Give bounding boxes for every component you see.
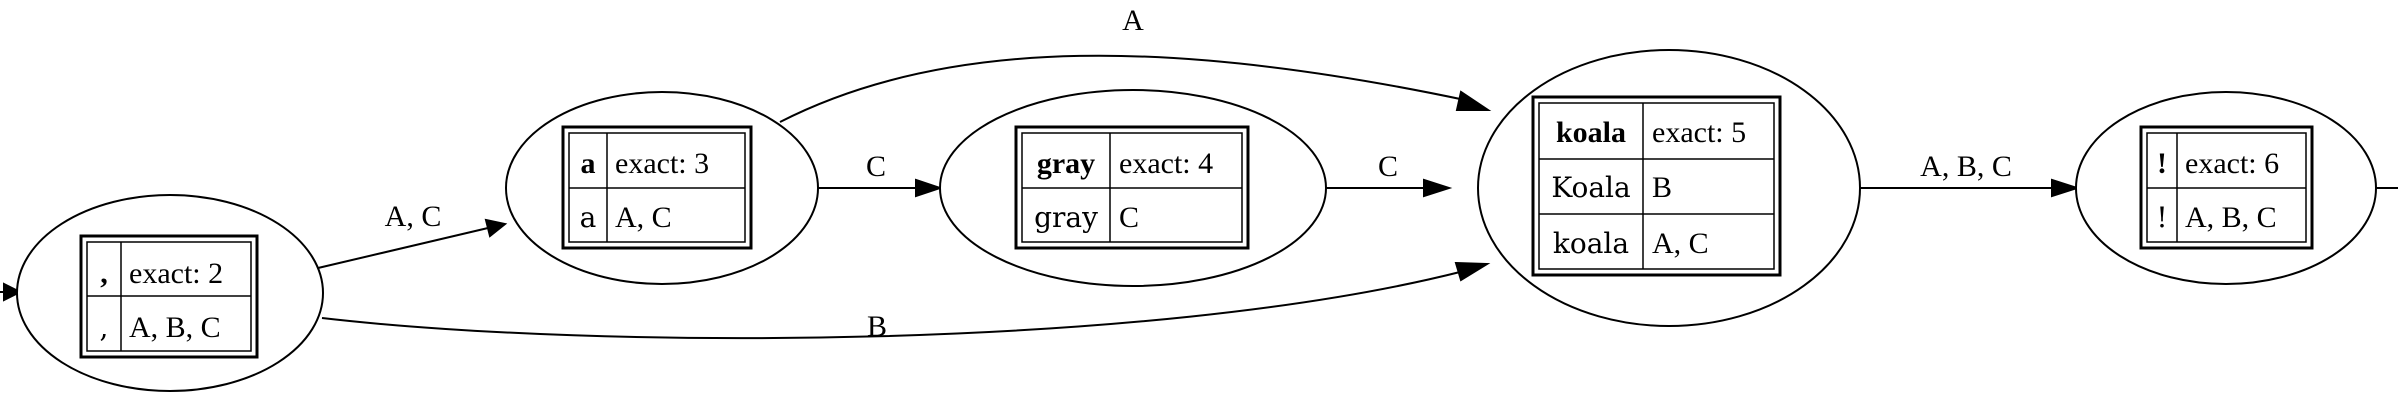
edge-n4-n5: C [1326,150,1453,198]
node-n2-variant-form: , [100,311,109,344]
node-n6-variant-witnesses: A, B, C [2185,201,2277,234]
edge-n3-n4: C [818,150,944,198]
node-n4-variant-witnesses: C [1119,201,1139,234]
edge-label-n5-n6: A, B, C [1920,150,2012,183]
node-n4-exact: exact: 4 [1119,147,1213,180]
node-n5-token: koala [1556,116,1626,149]
node-n3-token: a [581,147,596,180]
node-n5-exact: exact: 5 [1652,116,1746,149]
node-n5-variant-form: Koala [1551,171,1630,204]
node-n2: , exact: 2 , A, B, C [16,194,324,392]
node-n5: koala exact: 5 Koala B koala A, C [1477,49,1861,327]
node-n3-variant-witnesses: A, C [615,201,672,234]
node-n5-variant-witnesses: A, C [1652,227,1709,260]
node-n3-exact: exact: 3 [615,147,709,180]
edge-label-n2-n3: A, C [385,200,442,233]
node-n6: ! exact: 6 ! A, B, C [2075,91,2377,285]
node-n4-token: gray [1037,147,1095,180]
node-n6-variant-form: ! [2156,201,2167,234]
node-n3-variant-form: a [580,201,597,234]
node-n5-variant-witnesses: B [1652,171,1672,204]
node-n3: a exact: 3 a A, C [505,91,819,285]
edge-label-n3-n4: C [866,150,886,183]
node-n2-variant-witnesses: A, B, C [129,311,221,344]
edge-n3-n5: A [779,4,1492,123]
edge-label-n3-n5: A [1122,4,1144,37]
node-n2-token: , [100,257,108,290]
node-n2-exact: exact: 2 [129,257,223,290]
edge-label-n4-n5: C [1378,150,1398,183]
node-n6-exact: exact: 6 [2185,147,2279,180]
edge-n2-n5: B [321,261,1491,343]
edge-label-n2-n5: B [867,310,887,343]
node-n6-token: ! [2157,147,2167,180]
edge-n2-n3: A, C [317,200,508,269]
node-n4-variant-form: gray [1034,201,1098,234]
edge-incoming [0,282,23,302]
node-n5-variant-form: koala [1553,227,1629,260]
node-n4: gray exact: 4 gray C [939,89,1327,287]
edge-n5-n6: A, B, C [1860,150,2081,198]
